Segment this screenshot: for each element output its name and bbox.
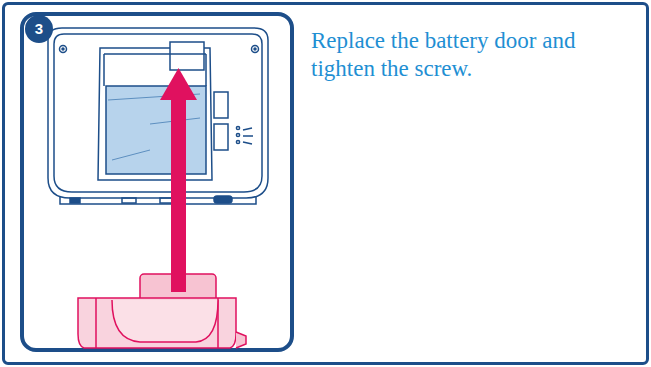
step-number: 3: [25, 15, 53, 43]
illustration-frame: [22, 14, 292, 350]
device-back: [48, 28, 268, 204]
insertion-arrow: [160, 68, 197, 292]
battery-door: [78, 274, 246, 348]
step-number-text: 3: [35, 21, 43, 37]
instruction-text: Replace the battery door and tighten the…: [311, 27, 621, 83]
